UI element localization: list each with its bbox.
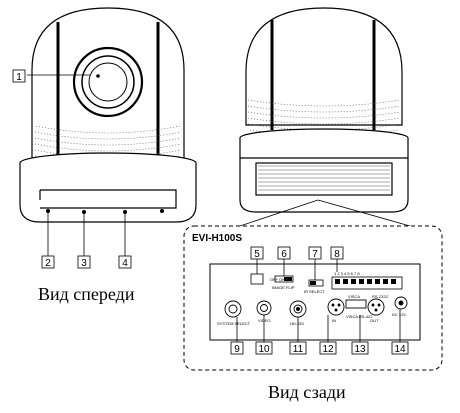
callout-6: 6 [277,246,291,260]
svg-text:10: 10 [258,344,270,355]
svg-text:12: 12 [322,344,334,355]
ir-select-switch: IR SELECT [304,279,325,294]
callout-12: 12 [319,341,337,355]
svg-text:DC 12V: DC 12V [392,312,406,317]
back-view-camera [239,7,409,213]
callout-10: 10 [255,341,273,355]
back-view-caption: Вид сзади [268,382,346,402]
callout-4: 4 [118,255,132,269]
callout-11: 11 [289,341,307,355]
svg-text:OUT: OUT [370,318,379,323]
callout-9: 9 [230,341,244,355]
front-view-camera [19,7,197,223]
callout-5: 5 [250,246,264,260]
svg-text:1 2 3 4 5 6 7 8: 1 2 3 4 5 6 7 8 [334,271,360,276]
model-label: EVI-H100S [192,233,242,244]
svg-text:9: 9 [234,344,240,355]
dip-switch-block: 1 2 3 4 5 6 7 8 [331,271,403,290]
svg-text:IN: IN [332,318,336,323]
rear-top-callouts: 5 6 7 8 [250,246,344,260]
svg-text:VISCA: VISCA [348,294,360,299]
callout-8: 8 [330,246,344,260]
svg-text:8: 8 [334,249,340,260]
svg-text:5: 5 [254,249,260,260]
svg-text:14: 14 [394,344,406,355]
svg-text:RS-232C: RS-232C [372,294,389,299]
image-flip-switch: OFF ON IMAGE FLIP [270,275,295,290]
svg-text:1: 1 [16,72,22,83]
front-view-caption: Вид спереди [38,284,135,304]
callout-13: 13 [351,341,369,355]
front-callout-leaders [27,74,126,256]
svg-text:7: 7 [312,249,318,260]
svg-text:6: 6 [281,249,287,260]
svg-text:11: 11 [293,344,304,355]
svg-text:IMAGE FLIP: IMAGE FLIP [272,285,295,290]
svg-text:HD-SDI: HD-SDI [290,321,304,326]
callout-14: 14 [391,341,409,355]
front-callouts: 1 2 3 4 [12,69,132,269]
callout-2: 2 [41,255,55,269]
svg-text:3: 3 [81,258,87,269]
ground-terminal [250,273,264,285]
callout-3: 3 [77,255,91,269]
svg-text:13: 13 [354,344,366,355]
svg-text:OFF ON: OFF ON [270,277,285,282]
zoom-lines [239,199,411,227]
rear-panel-zoom: EVI-H100S OFF ON IMAGE FLIP IR SELECT 1 … [183,225,443,371]
rear-bottom-callouts: 9 10 11 12 13 14 [230,341,409,355]
svg-text:SYSTEM SELECT: SYSTEM SELECT [217,321,251,326]
svg-text:4: 4 [122,258,128,269]
svg-text:2: 2 [45,258,51,269]
callout-7: 7 [308,246,322,260]
callout-1: 1 [12,69,26,83]
svg-text:IR SELECT: IR SELECT [304,289,325,294]
